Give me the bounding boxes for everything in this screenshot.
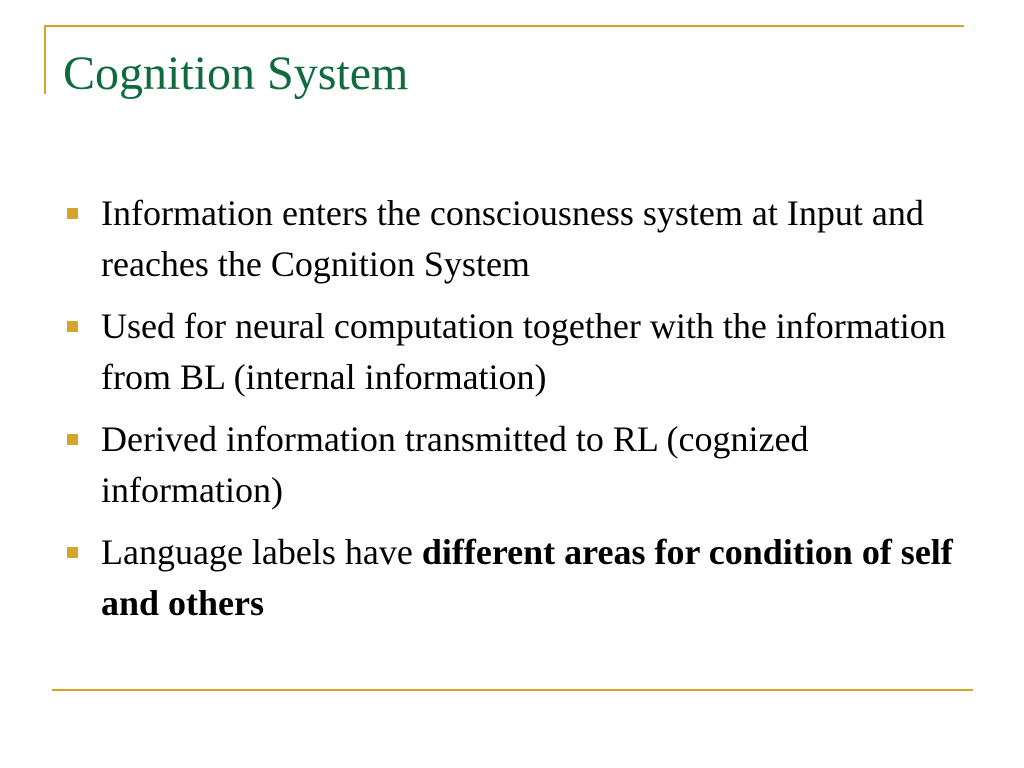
square-bullet-icon bbox=[67, 547, 78, 558]
bottom-rule bbox=[52, 689, 973, 691]
square-bullet-icon bbox=[67, 434, 78, 445]
bullet-item: Language labels have different areas for… bbox=[62, 527, 962, 629]
bullet-list: Information enters the consciousness sys… bbox=[62, 188, 962, 640]
bullet-text: Language labels have bbox=[101, 532, 422, 572]
bullet-text: Used for neural computation together wit… bbox=[101, 306, 946, 397]
top-rule bbox=[44, 25, 964, 27]
bullet-text: Derived information transmitted to RL (c… bbox=[101, 419, 809, 510]
left-rule bbox=[44, 25, 46, 94]
bullet-item: Derived information transmitted to RL (c… bbox=[62, 414, 962, 516]
bullet-text: Information enters the consciousness sys… bbox=[101, 193, 924, 284]
bullet-bold-text: different areas for condition of self an… bbox=[101, 532, 953, 623]
slide-title: Cognition System bbox=[63, 47, 409, 100]
square-bullet-icon bbox=[67, 321, 78, 332]
bullet-item: Information enters the consciousness sys… bbox=[62, 188, 962, 290]
bullet-item: Used for neural computation together wit… bbox=[62, 301, 962, 403]
square-bullet-icon bbox=[67, 208, 78, 219]
